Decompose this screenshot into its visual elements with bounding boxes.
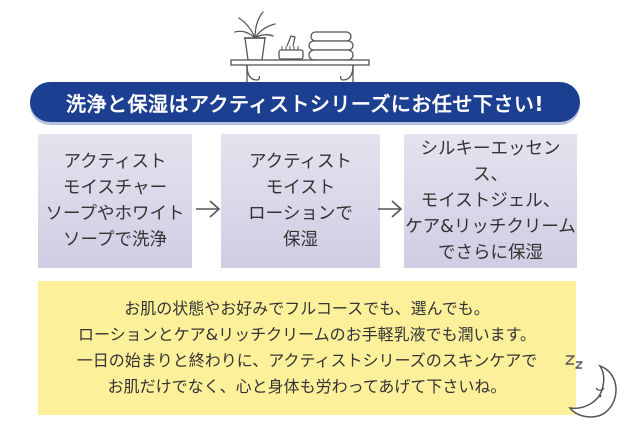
message-box: お肌の状態やお好みでフルコースでも、選んでも。 ローションとケア&リッチクリーム…: [38, 281, 576, 415]
step-text: アクティスト モイスチャー ソープやホワイト ソープで洗浄: [45, 152, 185, 250]
arrow-right-icon: [378, 200, 403, 218]
arrow-right-icon: [196, 200, 221, 218]
sleeping-moon-icon: [565, 355, 617, 418]
banner-title: 洗浄と保湿はアクティストシリーズにお任せ下さい!: [66, 91, 544, 116]
step-text: アクティスト モイスト ローションで 保湿: [248, 152, 353, 250]
step-lotion: アクティスト モイスト ローションで 保湿: [221, 134, 380, 268]
step-text: シルキーエッセンス、 モイストジェル、 ケア&リッチクリーム でさらに保湿: [405, 139, 576, 263]
step-cleansing: アクティスト モイスチャー ソープやホワイト ソープで洗浄: [38, 134, 192, 268]
shelf-with-plant-brush-towels-icon: [230, 11, 370, 84]
headline-banner: 洗浄と保湿はアクティストシリーズにお任せ下さい!: [30, 82, 580, 122]
step-extra-moisture: シルキーエッセンス、 モイストジェル、 ケア&リッチクリーム でさらに保湿: [404, 134, 577, 268]
message-text: お肌の状態やお好みでフルコースでも、選んでも。 ローションとケア&リッチクリーム…: [76, 299, 538, 396]
